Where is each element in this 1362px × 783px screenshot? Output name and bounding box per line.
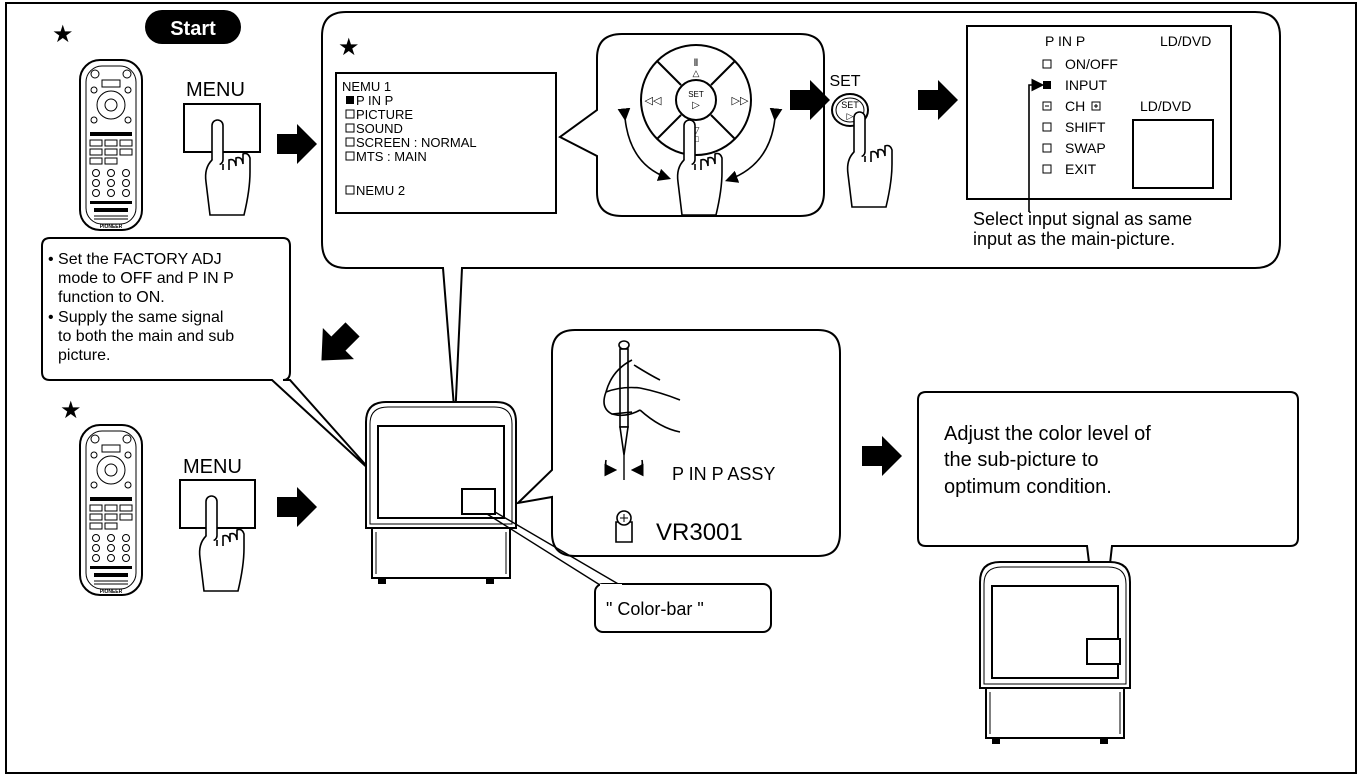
pinp-item: EXIT: [1065, 161, 1097, 177]
remote-control: [79, 59, 143, 231]
box-icon: [1042, 122, 1052, 132]
menu-title: NEMU 1: [342, 79, 391, 94]
pinp-item: INPUT: [1065, 77, 1107, 93]
setup-note-line: • Set the FACTORY ADJ: [48, 251, 222, 268]
menu-item: SOUND: [356, 121, 403, 136]
start-badge: Start: [145, 10, 241, 44]
remote-brand: PIONEER: [100, 589, 123, 595]
setup-note: [41, 237, 373, 473]
menu-item: PICTURE: [356, 107, 413, 122]
variable-resistor-icon: [615, 510, 633, 543]
diagonal-arrow-icon: [321, 322, 360, 361]
start-label: Start: [170, 18, 216, 40]
sub-picture-window: [1132, 119, 1214, 189]
pinp-item: CH: [1065, 98, 1085, 114]
pinp-sub-source: LD/DVD: [1140, 98, 1191, 114]
svg-text:▷: ▷: [847, 111, 854, 121]
remote-brand: PIONEER: [100, 224, 123, 230]
vr-label: VR3001: [656, 519, 743, 546]
color-bar-leader: [494, 511, 621, 586]
svg-text:▷▷: ▷▷: [732, 95, 749, 107]
box-icon: [345, 151, 355, 161]
star-mark: ★: [338, 34, 360, 61]
pinp-item: SHIFT: [1065, 119, 1106, 135]
svg-text:□: □: [693, 134, 699, 144]
minus-box-icon: [1042, 101, 1052, 111]
box-icon: [345, 109, 355, 119]
select-input-note: input as the main-picture.: [973, 229, 1175, 249]
dpad-icon: SET ▷ Ⅱ △ ▽ □ ◁◁ ▷▷: [640, 44, 752, 156]
pinp-item: ON/OFF: [1065, 56, 1118, 72]
adjust-note-line: Adjust the color level of: [944, 423, 1151, 445]
set-label: SET: [829, 73, 860, 90]
remote-control: [79, 424, 143, 596]
selected-box-icon: [346, 96, 354, 104]
box-icon: [345, 185, 355, 195]
menu-screen: [335, 72, 557, 214]
box-icon: [1042, 164, 1052, 174]
selected-box-icon: [1043, 81, 1051, 89]
setup-note-line: picture.: [58, 347, 110, 364]
turning-hand-icon: [603, 359, 681, 433]
star-mark: ★: [52, 21, 74, 48]
setup-note-line: mode to OFF and P IN P: [58, 270, 234, 287]
step-arrow-icon: [277, 487, 317, 527]
assy-label: P IN P ASSY: [672, 464, 775, 484]
plus-box-icon: [1091, 101, 1101, 111]
box-icon: [1042, 143, 1052, 153]
menu-label: MENU: [186, 79, 245, 101]
svg-text:▽: ▽: [693, 125, 700, 135]
menu-label: MENU: [183, 456, 242, 478]
menu-item: SCREEN : NORMAL: [356, 135, 477, 150]
sub-picture-window: [1086, 638, 1121, 665]
pinp-item: SWAP: [1065, 140, 1106, 156]
setup-note-line: to both the main and sub: [58, 328, 234, 345]
outer-frame: [5, 2, 1357, 774]
svg-text:◁◁: ◁◁: [645, 95, 662, 107]
pinp-title: P IN P: [1045, 33, 1085, 49]
menu-footer: NEMU 2: [356, 183, 405, 198]
svg-text:△: △: [693, 68, 700, 78]
box-icon: [345, 123, 355, 133]
setup-note-line: • Supply the same signal: [48, 309, 223, 326]
menu-item: MTS : MAIN: [356, 149, 427, 164]
box-icon: [1042, 59, 1052, 69]
adjust-note-line: the sub-picture to: [944, 449, 1099, 471]
set-key-label: SET: [841, 100, 859, 110]
sub-picture-window: [461, 488, 496, 515]
dpad-center-label: SET: [688, 90, 704, 99]
input-pointer: [1028, 78, 1045, 212]
svg-text:▷: ▷: [692, 100, 700, 111]
star-mark: ★: [60, 397, 82, 424]
adjust-note-line: optimum condition.: [944, 476, 1112, 498]
rotate-icon: [604, 459, 644, 477]
svg-text:Ⅱ: Ⅱ: [694, 58, 699, 69]
setup-note-line: function to ON.: [58, 289, 165, 306]
box-icon: [345, 137, 355, 147]
adjust-callout: [514, 329, 841, 557]
step-arrow-icon: [862, 436, 902, 476]
step-arrow-icon: [277, 124, 317, 164]
color-bar-note: [594, 583, 772, 633]
pinp-source: LD/DVD: [1160, 33, 1211, 49]
color-bar-label: " Color-bar ": [606, 599, 704, 619]
menu-item: P IN P: [356, 93, 393, 108]
select-input-note: Select input signal as same: [973, 209, 1192, 229]
